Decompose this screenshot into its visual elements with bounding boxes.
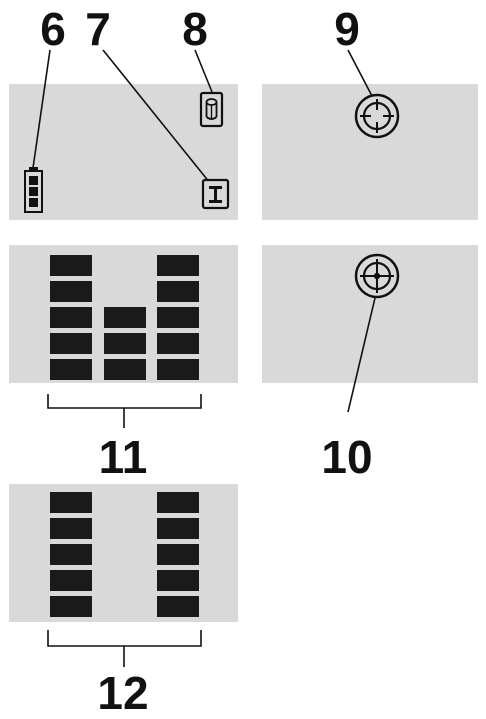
bar-segment xyxy=(157,281,199,302)
bar-segment xyxy=(157,492,199,513)
bar-segment xyxy=(104,359,146,380)
display-panel-bottom-left xyxy=(9,484,238,622)
bar-segment xyxy=(50,518,92,539)
bar-segment xyxy=(50,544,92,565)
crosshair-icon xyxy=(354,93,400,139)
bar-segment xyxy=(104,307,146,328)
bar-segment xyxy=(157,255,199,276)
callout-8: 8 xyxy=(182,3,208,55)
callout-12: 12 xyxy=(97,667,149,719)
battery-icon xyxy=(24,167,43,213)
bar-segment xyxy=(50,333,92,354)
crosshair-dot-icon xyxy=(354,253,400,299)
i-beam-icon xyxy=(201,178,230,210)
bar-segment xyxy=(104,333,146,354)
bar-segment xyxy=(157,307,199,328)
bar-segment xyxy=(157,544,199,565)
leader-line-10 xyxy=(347,297,376,413)
callout-7: 7 xyxy=(85,3,111,55)
bar-segment xyxy=(50,492,92,513)
callout-9: 9 xyxy=(334,3,360,55)
callout-11: 11 xyxy=(98,431,148,483)
leader-line-6 xyxy=(32,49,51,169)
bracket-12 xyxy=(47,630,202,667)
bar-segment xyxy=(157,570,199,591)
bar-segment xyxy=(50,596,92,617)
bar-segment xyxy=(157,359,199,380)
bar-segment xyxy=(157,518,199,539)
bar-segment xyxy=(50,359,92,380)
bracket-11 xyxy=(47,394,202,428)
leader-line-7 xyxy=(102,49,211,184)
bar-segment xyxy=(50,281,92,302)
callout-10: 10 xyxy=(321,431,373,483)
bar-segment xyxy=(157,333,199,354)
cylinder-icon xyxy=(199,91,224,128)
callout-6: 6 xyxy=(40,3,66,55)
leader-line-9 xyxy=(347,49,373,97)
bar-segment xyxy=(157,596,199,617)
bar-segment xyxy=(50,307,92,328)
bar-segment xyxy=(50,255,92,276)
bar-segment xyxy=(50,570,92,591)
display-panel-top-left xyxy=(9,84,238,220)
leader-line-8 xyxy=(194,49,213,93)
